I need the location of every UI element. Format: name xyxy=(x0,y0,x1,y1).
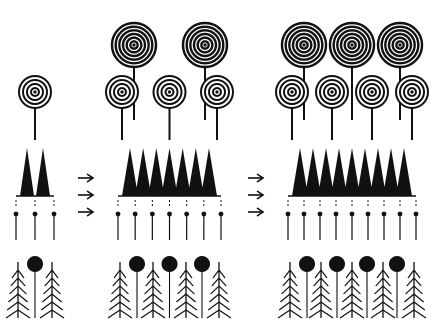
stage-1 xyxy=(6,76,64,318)
branched-herb-icon xyxy=(108,262,132,318)
dark-triangle-conifer-icon xyxy=(396,148,412,196)
small-sapling-icon xyxy=(150,200,155,240)
dark-triangle-conifer-icon xyxy=(305,148,321,196)
concentric-circle-tree-icon xyxy=(282,23,326,67)
dark-triangle-conifer-icon xyxy=(383,148,399,196)
concentric-circle-tree-icon xyxy=(201,76,233,108)
branched-herb-icon xyxy=(141,262,165,318)
dark-triangle-conifer-icon xyxy=(175,148,191,196)
small-sapling-icon xyxy=(350,200,355,240)
berry-dot-icon xyxy=(129,256,145,318)
right-arrow-icon xyxy=(248,174,263,182)
small-sapling-icon xyxy=(33,200,38,240)
dark-triangle-conifer-icon xyxy=(122,148,138,196)
small-sapling-icon xyxy=(184,200,189,240)
berry-dot-icon xyxy=(194,256,210,318)
dark-triangle-conifer-icon xyxy=(148,148,164,196)
dark-triangle-conifer-icon xyxy=(344,148,360,196)
dark-triangle-conifer-icon xyxy=(331,148,347,196)
concentric-circle-tree-icon xyxy=(378,23,422,67)
branched-herb-icon xyxy=(402,262,426,318)
branched-herb-icon xyxy=(309,262,333,318)
branched-herb-icon xyxy=(207,262,231,318)
dark-triangle-conifer-icon xyxy=(370,148,386,196)
small-sapling-icon xyxy=(167,200,172,240)
arrow-group-2 xyxy=(248,174,263,216)
dark-triangle-conifer-icon xyxy=(292,148,308,196)
concentric-circle-tree-icon xyxy=(183,23,227,67)
branched-herb-icon xyxy=(340,262,364,318)
dark-triangle-conifer-icon xyxy=(188,148,204,196)
small-sapling-icon xyxy=(302,200,307,240)
dark-triangle-conifer-icon xyxy=(135,148,151,196)
branched-herb-icon xyxy=(40,262,64,318)
small-sapling-icon xyxy=(334,200,339,240)
concentric-circle-tree-icon xyxy=(396,76,428,108)
small-sapling-icon xyxy=(366,200,371,240)
small-sapling-icon xyxy=(219,200,224,240)
branched-herb-icon xyxy=(278,262,302,318)
small-sapling-icon xyxy=(286,200,291,240)
small-sapling-icon xyxy=(414,200,419,240)
dark-triangle-conifer-icon xyxy=(201,148,217,196)
concentric-circle-tree-icon xyxy=(154,76,186,108)
dark-triangle-conifer-icon xyxy=(20,148,34,196)
small-sapling-icon xyxy=(116,200,121,240)
dark-triangle-conifer-icon xyxy=(36,148,50,196)
small-sapling-icon xyxy=(398,200,403,240)
dark-triangle-conifer-icon xyxy=(318,148,334,196)
small-sapling-icon xyxy=(14,200,19,240)
arrow-group-1 xyxy=(78,174,93,216)
concentric-circle-tree-icon xyxy=(330,23,374,67)
berry-dot-icon xyxy=(162,256,178,318)
branched-herb-icon xyxy=(6,262,30,318)
small-sapling-icon xyxy=(201,200,206,240)
small-sapling-icon xyxy=(52,200,57,240)
stage-3 xyxy=(276,23,428,318)
right-arrow-icon xyxy=(248,191,263,199)
right-arrow-icon xyxy=(248,208,263,216)
dark-triangle-conifer-icon xyxy=(162,148,178,196)
right-arrow-icon xyxy=(78,174,93,182)
right-arrow-icon xyxy=(78,208,93,216)
dark-triangle-conifer-icon xyxy=(357,148,373,196)
branched-herb-icon xyxy=(371,262,395,318)
concentric-circle-tree-icon xyxy=(106,76,138,108)
small-sapling-icon xyxy=(133,200,138,240)
berry-dot-icon xyxy=(27,256,43,318)
concentric-circle-tree-icon xyxy=(112,23,156,67)
right-arrow-icon xyxy=(78,191,93,199)
concentric-circle-tree-icon xyxy=(19,76,51,108)
stage-2 xyxy=(106,23,233,318)
concentric-circle-tree-icon xyxy=(356,76,388,108)
branched-herb-icon xyxy=(174,262,198,318)
concentric-circle-tree-icon xyxy=(276,76,308,108)
small-sapling-icon xyxy=(382,200,387,240)
small-sapling-icon xyxy=(318,200,323,240)
concentric-circle-tree-icon xyxy=(316,76,348,108)
